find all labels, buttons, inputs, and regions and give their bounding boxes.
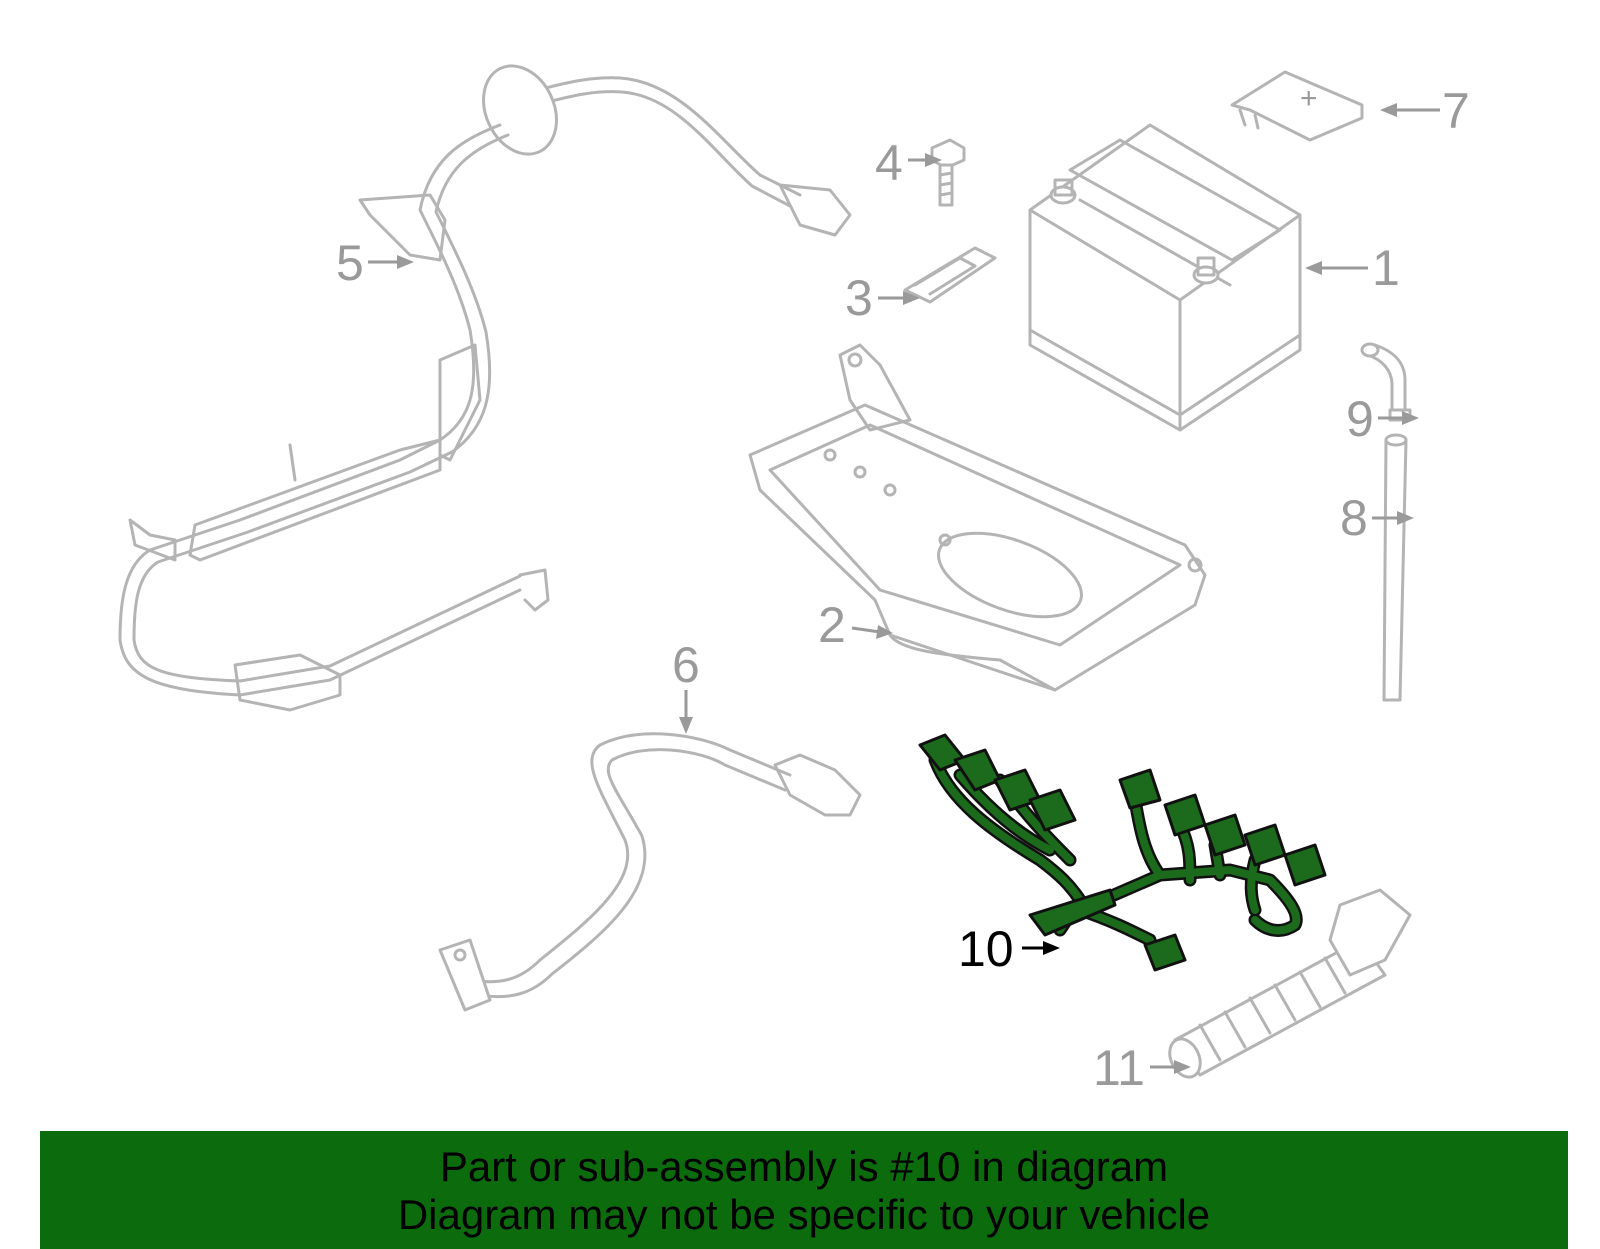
callout-label: 9 <box>1346 391 1374 447</box>
callout-label: 4 <box>875 135 903 191</box>
banner-line-disclaimer: Diagram may not be specific to your vehi… <box>397 1191 1211 1238</box>
callout-label: 5 <box>336 235 364 291</box>
callout-label: 2 <box>818 597 846 653</box>
info-banner: Part or sub-assembly is #10 in diagram D… <box>40 1131 1568 1249</box>
plus-symbol: + <box>1300 82 1318 115</box>
part-10-wiring-harness[interactable] <box>918 733 1327 972</box>
part-4-bolt[interactable] <box>930 138 966 207</box>
part-7-terminal-cover[interactable]: + <box>1230 70 1364 142</box>
part-3-hold-down-clamp[interactable] <box>903 246 997 304</box>
callout-6: 6 <box>672 637 700 734</box>
callout-8: 8 <box>1340 490 1414 546</box>
part-8-vent-hose[interactable] <box>1382 433 1408 702</box>
callout-7: 7 <box>1380 83 1470 139</box>
callout-label: 8 <box>1340 490 1368 546</box>
part-6-ground-cable[interactable] <box>438 732 862 1012</box>
callout-2: 2 <box>818 597 893 653</box>
callout-9: 9 <box>1346 391 1419 447</box>
part-11-grommet[interactable] <box>1164 888 1412 1082</box>
part-1-battery[interactable] <box>1028 123 1302 432</box>
callout-label: 1 <box>1372 240 1400 296</box>
part-5-positive-cable[interactable] <box>118 54 852 712</box>
callout-11: 11 <box>1093 1040 1191 1096</box>
callout-5: 5 <box>336 235 414 291</box>
callout-label: 6 <box>672 637 700 693</box>
callout-label: 11 <box>1093 1040 1145 1096</box>
callout-label: 3 <box>845 270 873 326</box>
part-2-battery-tray[interactable] <box>748 343 1207 692</box>
callout-3: 3 <box>845 270 920 326</box>
banner-line-part-number: Part or sub-assembly is #10 in diagram <box>439 1143 1169 1190</box>
callout-4: 4 <box>875 135 942 191</box>
callout-label: 10 <box>958 921 1014 977</box>
callout-label: 7 <box>1442 83 1470 139</box>
callout-1: 1 <box>1305 240 1400 296</box>
callout-10: 10 <box>958 921 1060 977</box>
